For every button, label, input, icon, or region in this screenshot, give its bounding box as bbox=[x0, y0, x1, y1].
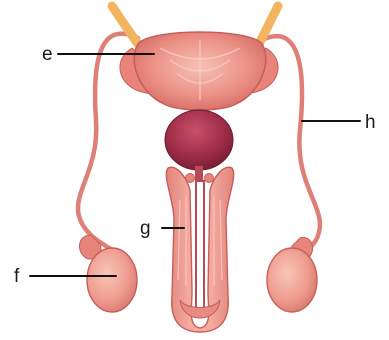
label-f: f bbox=[14, 266, 20, 287]
urethra-upper bbox=[195, 166, 203, 182]
testis-right bbox=[267, 248, 317, 312]
prostate-gland bbox=[165, 110, 233, 170]
urethra bbox=[196, 180, 204, 312]
ureter-left bbox=[112, 6, 138, 44]
label-g: g bbox=[140, 218, 151, 239]
label-e: e bbox=[42, 44, 53, 65]
ureter-right bbox=[258, 6, 278, 46]
testis-left bbox=[87, 248, 137, 312]
bulbourethral-gland-right bbox=[205, 174, 214, 183]
label-h: h bbox=[365, 112, 376, 133]
